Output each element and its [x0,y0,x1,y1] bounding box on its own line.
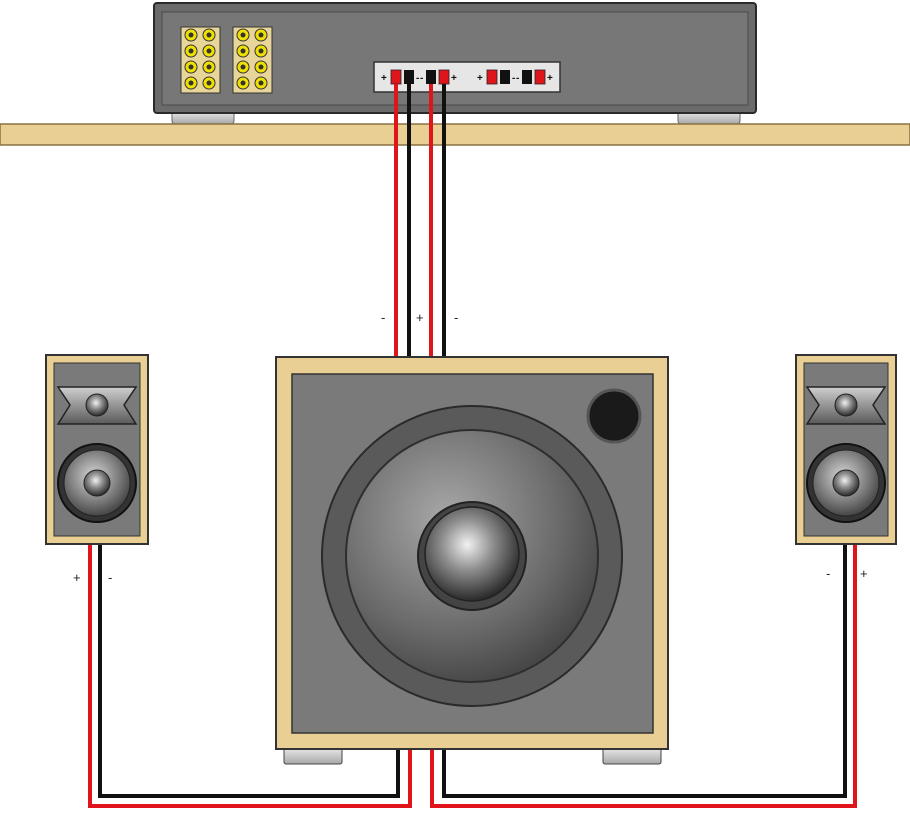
rca-jack-center [188,48,194,54]
wire-polarity-label: - [454,310,458,325]
rca-jack-center [240,48,246,54]
satellite-speaker-wires [88,545,857,808]
subwoofer [275,356,669,765]
rca-jack-center [206,48,212,54]
receiver: + - - + + - - + [153,2,757,125]
terminal-label: - [512,73,515,84]
terminal-label: + [451,73,457,84]
wire-polarity-label: + [860,566,868,581]
rca-jack-center [240,32,246,38]
right-satellite-speaker [795,354,897,545]
rca-jack-center [258,64,264,70]
terminal-label: - [516,73,519,84]
bass-port-icon [586,388,642,444]
tweeter-icon [805,386,887,425]
wire-polarity-label: - [826,566,830,581]
terminal-label: - [420,73,423,84]
tweeter-icon [56,386,138,425]
wire-polarity-label: - [381,310,385,325]
rca-jack-block-right [232,26,273,94]
wire-polarity-label: - [108,570,112,585]
rca-jack-center [188,80,194,86]
terminal-label: + [547,73,553,84]
terminal-label: + [381,73,387,84]
rca-jack-center [240,80,246,86]
rca-jack-center [188,32,194,38]
rca-jack-center [206,32,212,38]
rca-jack-center [258,32,264,38]
rca-jack-center [206,80,212,86]
rca-jack-center [240,64,246,70]
terminal-label: - [416,73,419,84]
terminal-label: + [477,73,483,84]
woofer-icon [57,443,137,523]
wooden-shelf [0,123,910,146]
rca-jack-center [258,80,264,86]
speaker-terminal-strip: + - - + + - - + [373,61,561,93]
wire-polarity-label: + [73,570,81,585]
rca-jack-center [188,64,194,70]
rca-jack-center [258,48,264,54]
rca-jack-center [206,64,212,70]
wire-polarity-label: + [416,310,424,325]
receiver-to-subwoofer-wires [394,84,446,358]
left-satellite-speaker [45,354,149,545]
woofer-dust-cap [424,506,520,602]
woofer-icon [806,443,886,523]
rca-jack-block-left [180,26,221,94]
